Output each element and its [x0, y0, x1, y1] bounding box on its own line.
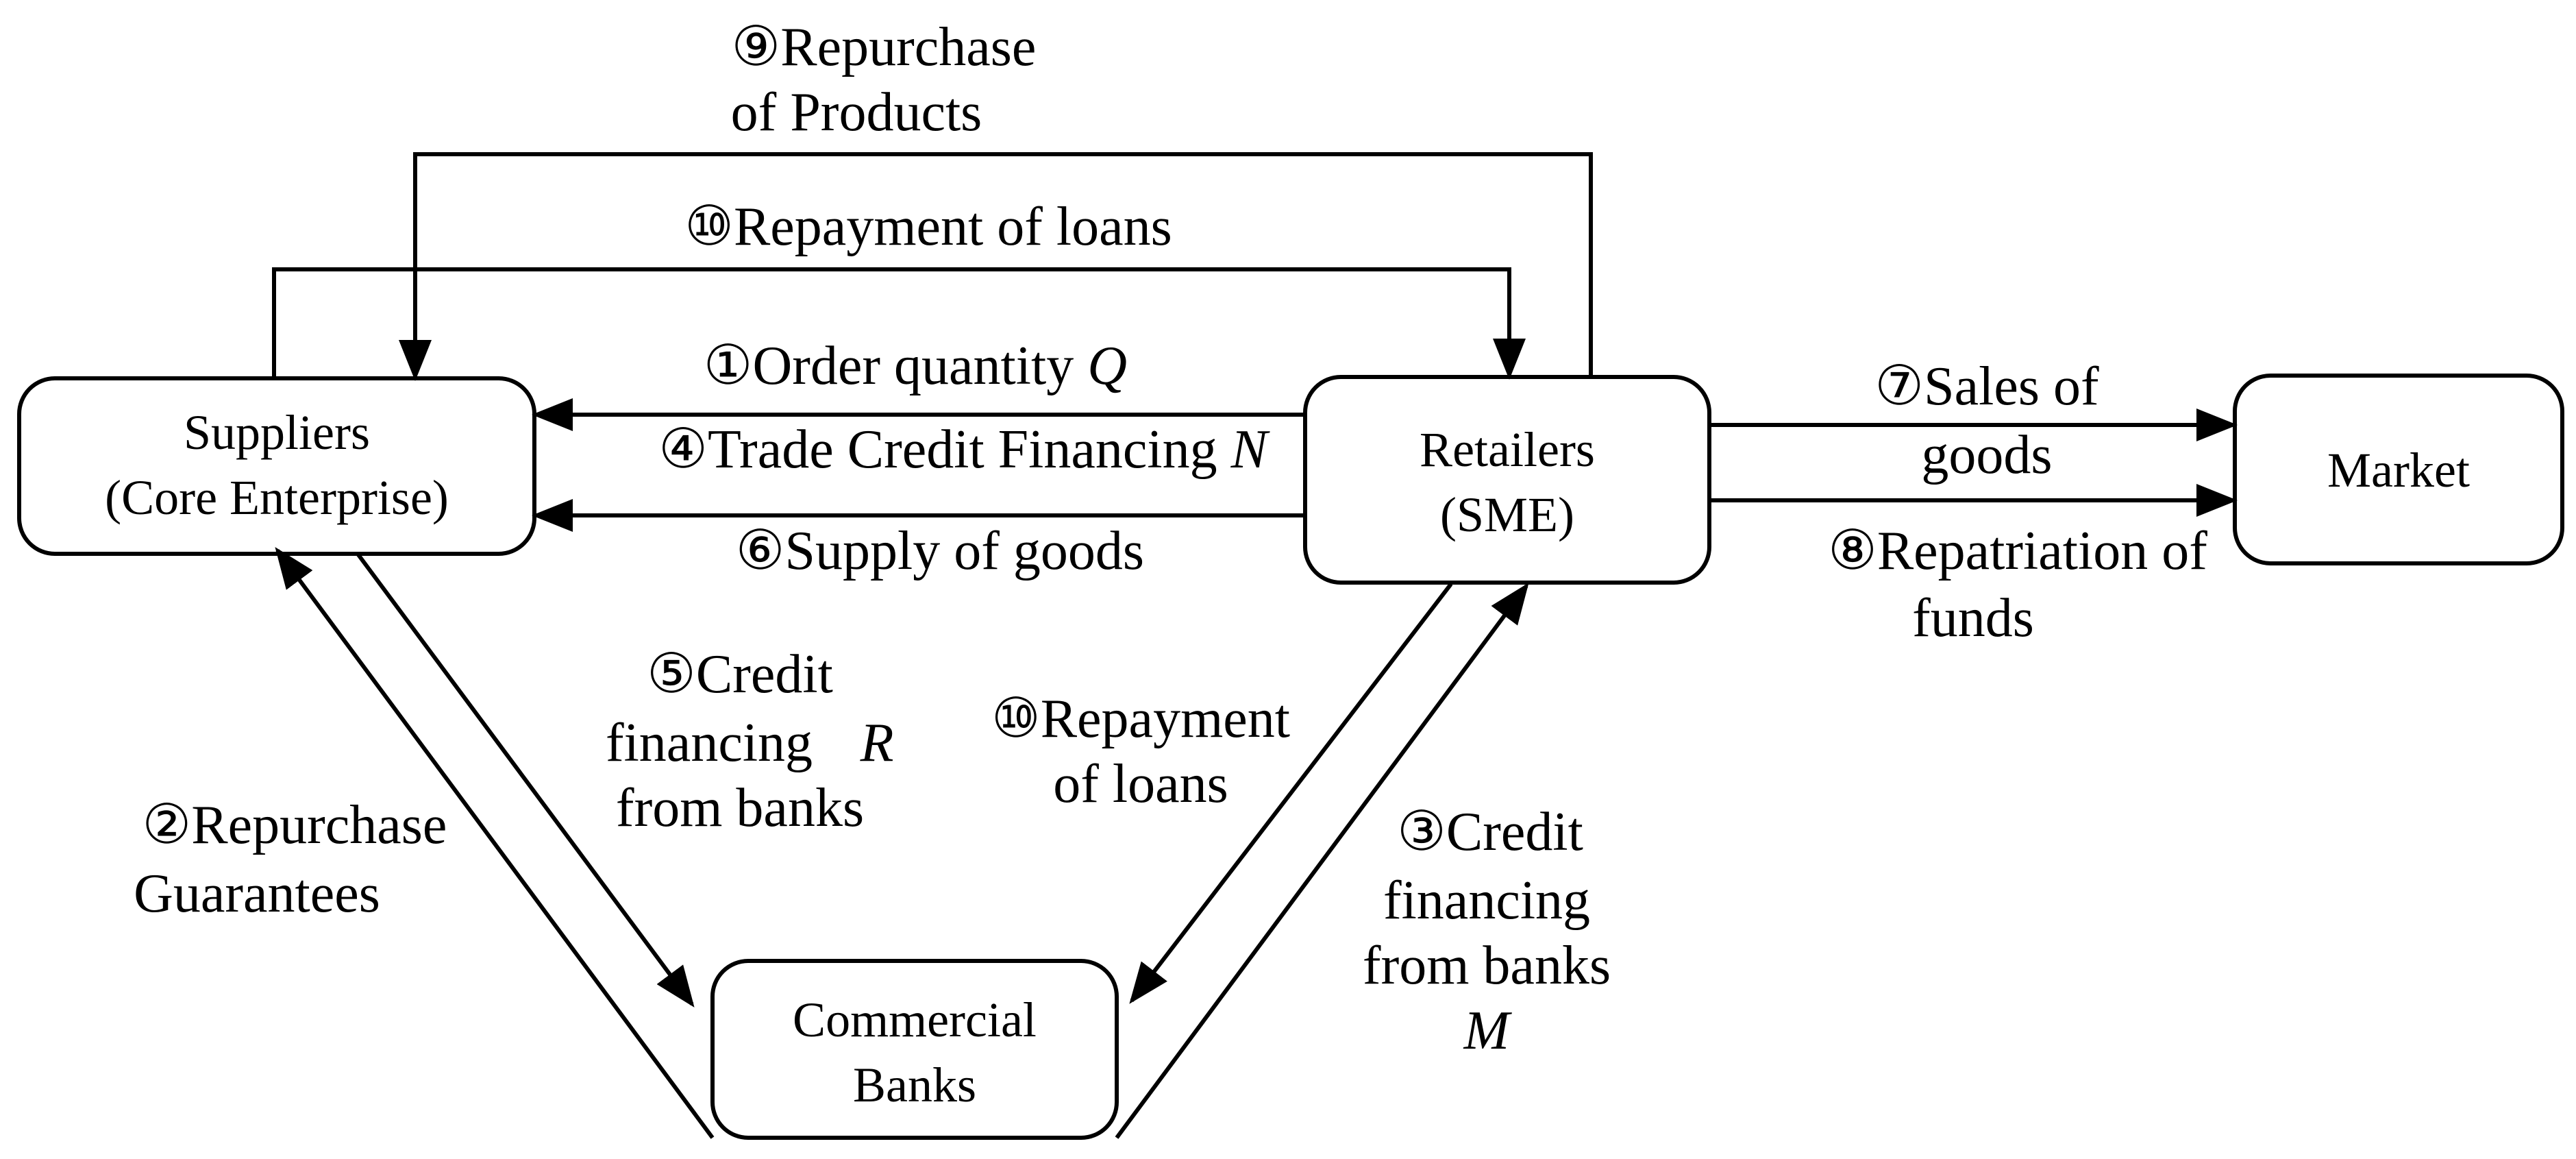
flow5-label-line1: ⑤Credit	[647, 644, 833, 705]
flow5-arrow	[356, 552, 695, 1008]
banks-node: Commercial Banks	[710, 959, 1119, 1140]
flow1-label-text: ①Order quantity	[704, 336, 1087, 396]
flow3-label-line1: ③Credit	[1397, 802, 1583, 862]
market-label: Market	[2327, 443, 2470, 498]
flow3-label: ③Credit financing from banks M	[1363, 802, 1611, 1061]
flow8-label-line2: funds	[1912, 588, 2034, 648]
suppliers-node: Suppliers (Core Enterprise)	[17, 376, 536, 556]
flow5-label-line2: financing	[606, 713, 813, 773]
flow10-mid-label: ⑩Repayment of loans	[991, 689, 1290, 814]
retailers-label-line2: (SME)	[1440, 487, 1574, 542]
flow1-variable: Q	[1087, 336, 1127, 396]
flow9-arrow	[399, 152, 1593, 381]
flow7-label-line1: ⑦Sales of	[1874, 356, 2099, 417]
flow5-label: ⑤Credit financing R from banks	[606, 644, 893, 838]
retailers-label-line1: Retailers	[1420, 422, 1595, 477]
flow10-top-label: ⑩Repayment of loans	[684, 197, 1172, 257]
flow2-label-line1: ②Repurchase	[143, 795, 447, 855]
flow2-arrow	[275, 547, 715, 1139]
flow9-label: ⑨Repurchase of Products	[731, 17, 1037, 143]
flow10-top-arrow	[272, 267, 1526, 380]
suppliers-label-line1: Suppliers	[184, 405, 370, 460]
flow9-label-line2: of Products	[731, 82, 982, 143]
banks-label-line2: Banks	[853, 1058, 976, 1112]
flow3-variable: M	[1463, 1001, 1513, 1061]
flow1-label: ①Order quantity Q	[704, 336, 1127, 396]
retailers-node: Retailers (SME)	[1303, 375, 1711, 585]
flow3-label-line3: from banks	[1363, 936, 1611, 996]
flow4-label-text: ④Trade Credit Financing	[658, 419, 1230, 480]
flow10-mid-label-line1: ⑩Repayment	[991, 689, 1290, 749]
suppliers-label-line2: (Core Enterprise)	[105, 470, 449, 525]
flow2-label-line2: Guarantees	[134, 864, 380, 924]
flow4-label: ④Trade Credit Financing N	[658, 419, 1270, 480]
banks-label-line1: Commercial	[793, 992, 1037, 1047]
flow8-label: ⑧Repatriation of funds	[1828, 521, 2207, 648]
flow10-mid-arrow	[1129, 583, 1453, 1004]
flow5-variable: R	[860, 713, 894, 773]
flow7-label: ⑦Sales of goods	[1874, 356, 2099, 485]
flow2-label: ②Repurchase Guarantees	[134, 795, 447, 924]
flow8-label-line1: ⑧Repatriation of	[1828, 521, 2207, 581]
flow10-mid-label-line2: of loans	[1053, 754, 1228, 814]
flow6-label: ⑥Supply of goods	[736, 521, 1144, 581]
flow7-label-line2: goods	[1921, 425, 2052, 485]
flow3-label-line2: financing	[1383, 870, 1590, 931]
flow4-variable: N	[1230, 419, 1271, 480]
flow3-arrow	[1115, 583, 1529, 1139]
flow5-label-line3: from banks	[616, 778, 864, 838]
flow9-label-line1: ⑨Repurchase	[732, 17, 1037, 77]
market-node: Market	[2233, 374, 2564, 565]
